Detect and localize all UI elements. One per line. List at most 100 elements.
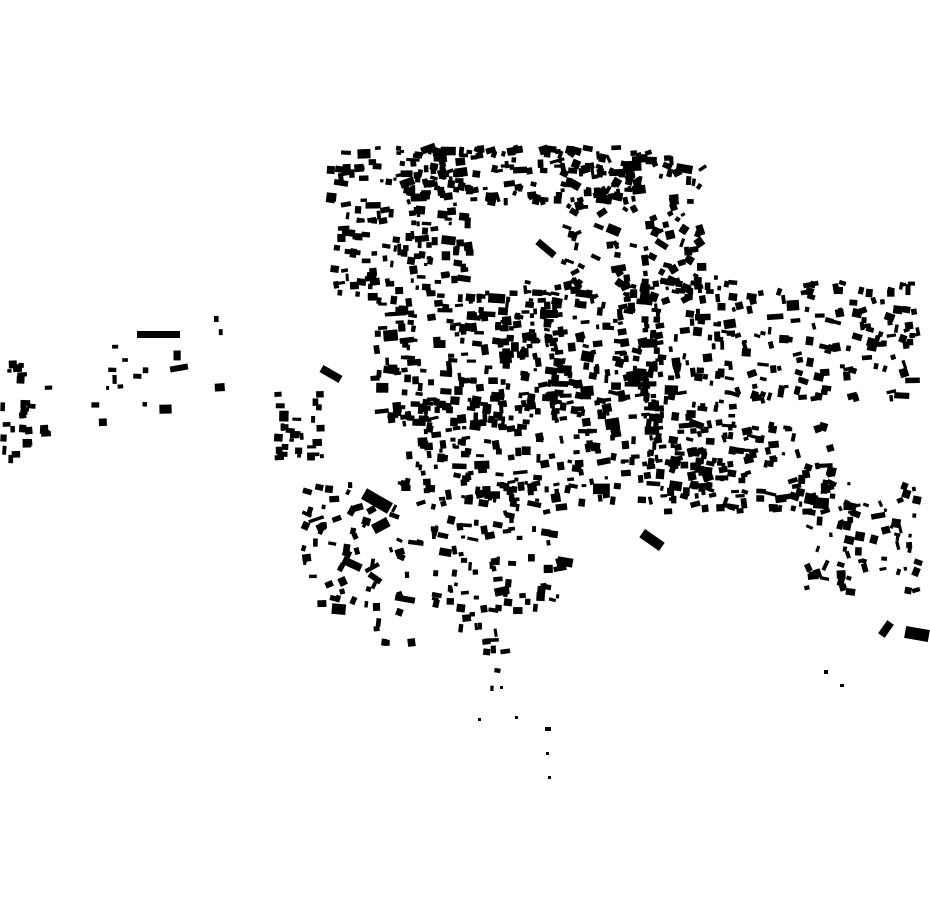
building [766, 392, 773, 401]
building [312, 398, 319, 406]
building [421, 221, 432, 226]
building [394, 547, 406, 557]
building [554, 488, 560, 494]
building [313, 538, 318, 547]
building [668, 346, 674, 353]
building [433, 464, 438, 470]
building [446, 207, 457, 216]
building [497, 400, 506, 406]
building [410, 325, 417, 333]
building [469, 186, 479, 194]
building [416, 212, 421, 218]
building [467, 536, 479, 542]
building [706, 288, 714, 295]
building [631, 454, 640, 459]
building [907, 281, 916, 286]
building [845, 587, 856, 596]
building [559, 415, 568, 421]
building [684, 293, 693, 301]
building [652, 280, 660, 288]
building [458, 212, 470, 222]
building [446, 598, 454, 605]
building [460, 590, 470, 595]
building [445, 168, 454, 175]
building [862, 502, 870, 508]
building [620, 160, 637, 169]
building [367, 571, 383, 585]
building [444, 489, 453, 500]
building [379, 206, 391, 214]
building [441, 251, 451, 261]
building [404, 374, 412, 383]
building [457, 438, 466, 446]
building [478, 498, 489, 508]
building [532, 289, 543, 297]
building [122, 358, 128, 362]
building [814, 462, 821, 470]
building [728, 292, 738, 302]
building [511, 157, 517, 163]
building [596, 457, 611, 466]
building [581, 417, 592, 427]
building [457, 294, 463, 303]
building [463, 322, 475, 332]
building [881, 365, 888, 373]
building [289, 432, 300, 439]
building [458, 551, 464, 557]
building [600, 301, 606, 309]
building [693, 480, 699, 490]
building [440, 500, 447, 507]
building [370, 581, 378, 590]
building [517, 481, 525, 492]
building [847, 481, 851, 486]
building [494, 442, 500, 448]
building [142, 401, 148, 407]
building [653, 415, 664, 424]
building [805, 336, 814, 346]
building [333, 244, 341, 252]
building [376, 210, 382, 220]
building [707, 487, 715, 493]
building [480, 525, 489, 535]
building [728, 279, 738, 286]
building [646, 480, 661, 487]
building [551, 380, 569, 387]
building [500, 686, 503, 689]
building [807, 573, 814, 581]
building [688, 418, 705, 430]
building [460, 352, 469, 356]
building [456, 413, 467, 424]
building [819, 575, 830, 581]
building [533, 195, 549, 203]
building [808, 495, 820, 506]
building [501, 587, 510, 595]
building [461, 475, 470, 482]
building [607, 389, 619, 396]
building [454, 386, 463, 395]
building [7, 368, 12, 373]
building [392, 236, 401, 244]
building [838, 279, 847, 287]
building [545, 320, 552, 324]
building [581, 355, 594, 363]
building [374, 408, 389, 415]
building [450, 417, 458, 427]
building [679, 326, 691, 335]
building [409, 265, 418, 275]
building [832, 283, 840, 295]
building [847, 516, 854, 523]
building [748, 295, 758, 306]
building [794, 368, 804, 377]
building [555, 503, 568, 512]
building [532, 603, 538, 612]
building [689, 500, 701, 509]
building [576, 411, 582, 418]
building [571, 146, 582, 153]
building [792, 351, 803, 357]
building [439, 370, 453, 378]
building [674, 370, 681, 379]
building [881, 340, 887, 347]
building [812, 568, 823, 579]
building [595, 151, 601, 160]
building [705, 460, 716, 467]
